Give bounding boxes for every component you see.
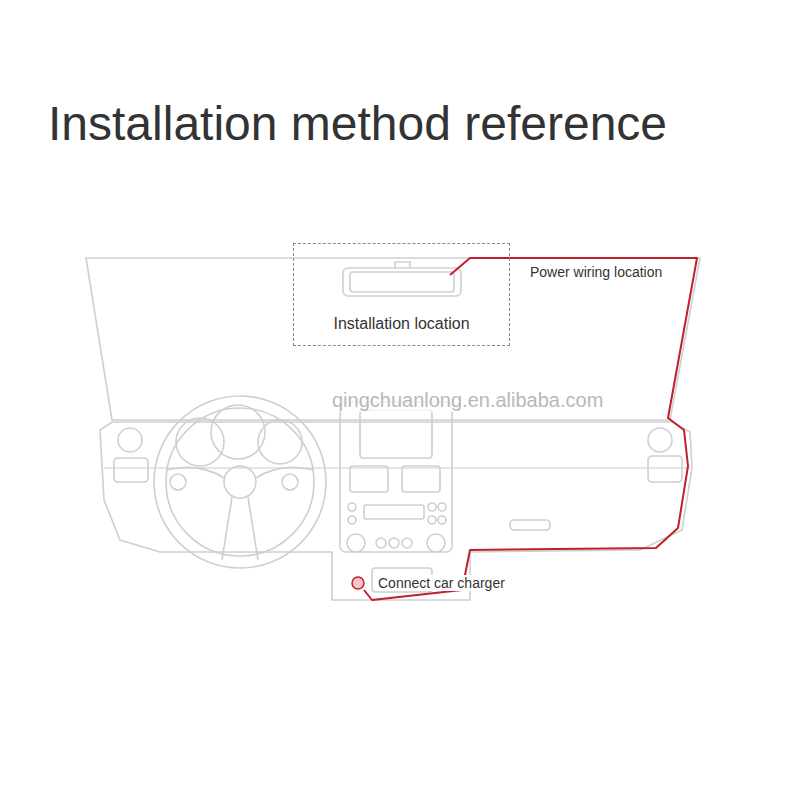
button	[170, 474, 186, 490]
button	[376, 538, 386, 548]
glovebox-handle	[510, 520, 550, 530]
charger-label: Connect car charger	[376, 575, 507, 591]
center-vent	[402, 466, 440, 492]
gauge	[258, 420, 302, 464]
area-label: Installation location	[294, 315, 509, 333]
dashboard-outline	[100, 422, 692, 600]
button	[282, 474, 298, 490]
watermark: qingchuanlong.en.alibaba.com	[330, 389, 605, 412]
wiring-label: Power wiring location	[528, 264, 664, 280]
left-vent	[114, 458, 148, 482]
gauge	[176, 418, 224, 466]
right-round-vent	[648, 428, 672, 452]
knob	[347, 534, 365, 552]
steering-wheel-inner	[166, 408, 314, 556]
center-console	[340, 402, 452, 552]
installation-area: Installation location	[293, 243, 510, 346]
mirror-mount	[395, 262, 410, 268]
button	[428, 503, 436, 511]
right-vent	[648, 456, 682, 482]
knob	[427, 534, 445, 552]
charger-plug	[352, 577, 364, 589]
button	[438, 503, 446, 511]
gauge	[211, 405, 265, 459]
button	[389, 538, 399, 548]
rear-mirror-glass	[350, 272, 454, 292]
power-wire	[364, 258, 697, 600]
radio-slot	[364, 505, 424, 519]
button	[428, 516, 436, 524]
steering-wheel-rim	[154, 396, 326, 568]
center-vent	[350, 466, 388, 492]
button	[348, 516, 356, 524]
dashboard-drawing	[86, 258, 700, 600]
button	[402, 538, 412, 548]
windshield	[86, 258, 700, 420]
page-title: Installation method reference	[48, 96, 667, 151]
left-round-vent	[118, 428, 142, 452]
rear-mirror	[343, 268, 461, 296]
button	[348, 503, 356, 511]
button	[438, 516, 446, 524]
screen	[360, 410, 432, 458]
steering-spokes	[166, 467, 314, 560]
steering-hub	[224, 466, 256, 498]
